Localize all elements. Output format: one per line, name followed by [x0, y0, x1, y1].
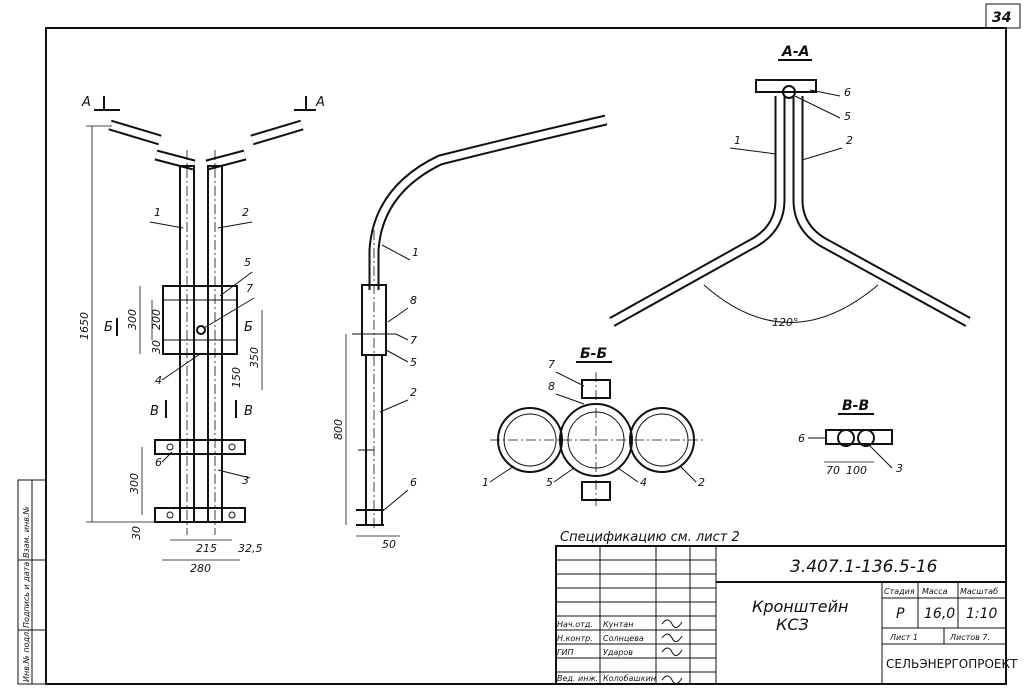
- tb-mass-head: Масса: [922, 587, 948, 596]
- sheet-number: 34: [992, 10, 1011, 26]
- callout-7-side: 7: [410, 334, 417, 347]
- drawing-frame: [45, 27, 1007, 685]
- signature-1: [661, 633, 683, 642]
- callout-8-side: 8: [410, 294, 417, 307]
- section-mark-v-right: В: [244, 404, 253, 419]
- tb-role-1: Н.контр.: [557, 634, 593, 643]
- callout-5-side: 5: [410, 356, 417, 369]
- section-mark-b-right: Б: [244, 320, 253, 335]
- callout-2-side: 2: [410, 386, 417, 399]
- section-mark-v-left: В: [150, 404, 159, 419]
- stamp-replace: Взам. инв.№: [22, 506, 31, 558]
- front-view: А А Б Б В В 1 2 5 7 4 6 3 1650 300: [78, 95, 325, 575]
- dim-280: 280: [190, 562, 211, 575]
- spec-note: Спецификацию см. лист 2: [560, 530, 740, 545]
- callout-2-front: 2: [242, 206, 249, 219]
- dim-30a: 30: [150, 340, 163, 354]
- dim-30b: 30: [130, 526, 143, 540]
- dim-70: 70: [826, 464, 840, 477]
- callout-6-side: 6: [410, 476, 417, 489]
- dim-300a: 300: [126, 309, 139, 330]
- signature-3: [661, 675, 683, 684]
- side-view: 1 8 7 5 2 6 800 50: [332, 114, 608, 551]
- side-stamp: Инв.№ подл. Подпись и дата Взам. инв.№: [17, 479, 47, 685]
- title-block: 3.407.1-136.5-16 Кронштейн КСЗ Стадия Ма…: [555, 545, 1018, 685]
- callout-4-front: 4: [155, 374, 162, 387]
- section-aa: А-А 120° 6 5 1 2: [609, 44, 971, 329]
- dim-50: 50: [382, 538, 396, 551]
- dim-100: 100: [846, 464, 867, 477]
- callout-1-front: 1: [154, 206, 161, 219]
- section-bb: Б-Б 7 8 1 5 4 2: [482, 346, 705, 506]
- callout-1-aa: 1: [734, 134, 741, 147]
- callout-6-front: 6: [155, 456, 162, 469]
- stamp-sign: Подпись и дата: [22, 562, 31, 628]
- dim-215: 215: [196, 542, 217, 555]
- tb-sheets: Листов 7.: [949, 633, 990, 642]
- dim-150: 150: [230, 367, 243, 388]
- tb-role-2: ГИП: [557, 648, 573, 657]
- callout-2-bb: 2: [698, 476, 705, 489]
- dim-300b: 300: [128, 473, 141, 494]
- callout-5-aa: 5: [844, 110, 851, 123]
- tb-name-0: Кунтан: [603, 620, 633, 629]
- stamp-inv: Инв.№ подл.: [22, 629, 31, 682]
- callout-3-vv: 3: [896, 462, 903, 475]
- tb-name-2: КСЗ: [776, 615, 809, 634]
- sheet-number-box: [985, 3, 1021, 29]
- section-mark-b-left: Б: [104, 320, 113, 335]
- tb-name-3b: Колобашкин: [603, 674, 656, 683]
- dim-32-5: 32,5: [238, 542, 263, 555]
- section-mark-a-left: А: [81, 95, 91, 110]
- tb-mass: 16,0: [924, 606, 955, 622]
- tb-scale: 1:10: [966, 606, 998, 622]
- tb-stage: Р: [896, 606, 905, 622]
- dim-350: 350: [248, 347, 261, 368]
- signature-2: [661, 647, 683, 656]
- callout-1-bb: 1: [482, 476, 489, 489]
- title-aa: А-А: [781, 44, 809, 60]
- signature-0: [661, 619, 683, 628]
- callout-7-bb: 7: [548, 358, 555, 371]
- section-vv: В-В 6 3 70 100: [798, 398, 903, 477]
- title-vv: В-В: [842, 398, 869, 414]
- tb-name-1b: Солнцева: [603, 634, 644, 643]
- title-bb: Б-Б: [580, 346, 607, 362]
- callout-2-aa: 2: [846, 134, 853, 147]
- tb-name-2b: Ударов: [603, 648, 633, 657]
- tb-scale-head: Масштаб: [960, 587, 998, 596]
- callout-6-aa: 6: [844, 86, 851, 99]
- dim-800: 800: [332, 419, 345, 440]
- tb-code: 3.407.1-136.5-16: [790, 557, 938, 577]
- callout-5-front: 5: [244, 256, 251, 269]
- tb-role-0: Нач.отд.: [557, 620, 593, 629]
- callout-8-bb: 8: [548, 380, 555, 393]
- tb-stage-head: Стадия: [884, 587, 915, 596]
- callout-6-vv: 6: [798, 432, 805, 445]
- dim-1650: 1650: [78, 312, 91, 340]
- callout-4-bb: 4: [640, 476, 647, 489]
- dim-200: 200: [150, 309, 163, 330]
- section-mark-a-right: А: [315, 95, 325, 110]
- callout-7-front: 7: [246, 282, 253, 295]
- tb-role-3: Вед. инж.: [557, 674, 598, 683]
- callout-1-side: 1: [412, 246, 419, 259]
- angle-120: 120°: [772, 316, 799, 329]
- tb-sheet: Лист 1: [889, 633, 918, 642]
- callout-5-bb: 5: [546, 476, 553, 489]
- tb-name-1: Кронштейн: [752, 597, 848, 616]
- callout-3-front: 3: [242, 474, 249, 487]
- tb-org: СЕЛЬЭНЕРГОПРОЕКТ: [886, 657, 1018, 671]
